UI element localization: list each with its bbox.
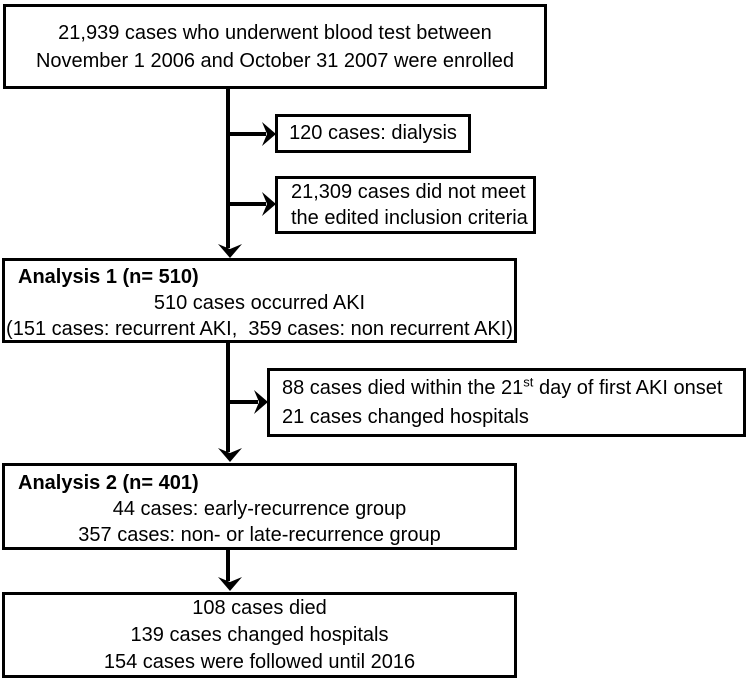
enrollment-line-1: 21,939 cases who underwent blood test be… xyxy=(58,21,492,44)
analysis2-line-2: 357 cases: non- or late-recurrence group xyxy=(78,524,441,546)
early-death-exclusion-box: 88 cases died within the 21st day of fir… xyxy=(267,368,746,437)
analysis1-line-1: 510 cases occurred AKI xyxy=(153,292,366,314)
arrowhead-down-icon xyxy=(218,577,242,591)
analysis2-line-1: 44 cases: early-recurrence group xyxy=(112,498,407,520)
criteria-exclusion-box: 21,309 cases did not meet the edited inc… xyxy=(275,176,536,234)
analysis1-title: Analysis 1 (n= 510) xyxy=(18,266,199,288)
early-death-line-1-post: day of first AKI onset xyxy=(533,376,723,399)
connector-branch-dialysis xyxy=(228,132,266,136)
connector-vertical-3 xyxy=(226,549,230,581)
enrollment-box: 21,939 cases who underwent blood test be… xyxy=(3,4,547,89)
arrowhead-down-icon xyxy=(218,448,242,462)
arrowhead-down-icon xyxy=(218,244,242,258)
criteria-line-2: the edited inclusion criteria xyxy=(291,207,528,229)
analysis2-box: Analysis 2 (n= 401) 44 cases: early-recu… xyxy=(2,463,517,550)
connector-branch-criteria xyxy=(228,202,266,206)
connector-branch-early-death xyxy=(228,400,258,404)
dialysis-exclusion-box: 120 cases: dialysis xyxy=(275,114,471,153)
early-death-line-1: 88 cases died within the 21st day of fir… xyxy=(282,374,743,403)
outcome-box: 108 cases died 139 cases changed hospita… xyxy=(2,592,517,678)
analysis1-line-2: (151 cases: recurrent AKI, 359 cases: no… xyxy=(6,318,513,340)
criteria-line-1: 21,309 cases did not meet xyxy=(291,181,526,203)
dialysis-text: 120 cases: dialysis xyxy=(289,122,457,144)
connector-vertical-2 xyxy=(226,342,230,452)
early-death-line-2: 21 cases changed hospitals xyxy=(282,405,529,428)
outcome-line-2: 139 cases changed hospitals xyxy=(130,623,389,646)
enrollment-line-2: November 1 2006 and October 31 2007 were… xyxy=(35,49,515,72)
outcome-line-1: 108 cases died xyxy=(192,596,327,619)
outcome-line-3: 154 cases were followed until 2016 xyxy=(103,650,416,673)
analysis2-title: Analysis 2 (n= 401) xyxy=(18,472,199,494)
analysis1-box: Analysis 1 (n= 510) 510 cases occurred A… xyxy=(2,258,517,343)
ordinal-superscript: st xyxy=(523,373,534,389)
early-death-line-1-pre: 88 cases died within the 21 xyxy=(282,376,524,399)
connector-vertical-1 xyxy=(226,88,230,248)
